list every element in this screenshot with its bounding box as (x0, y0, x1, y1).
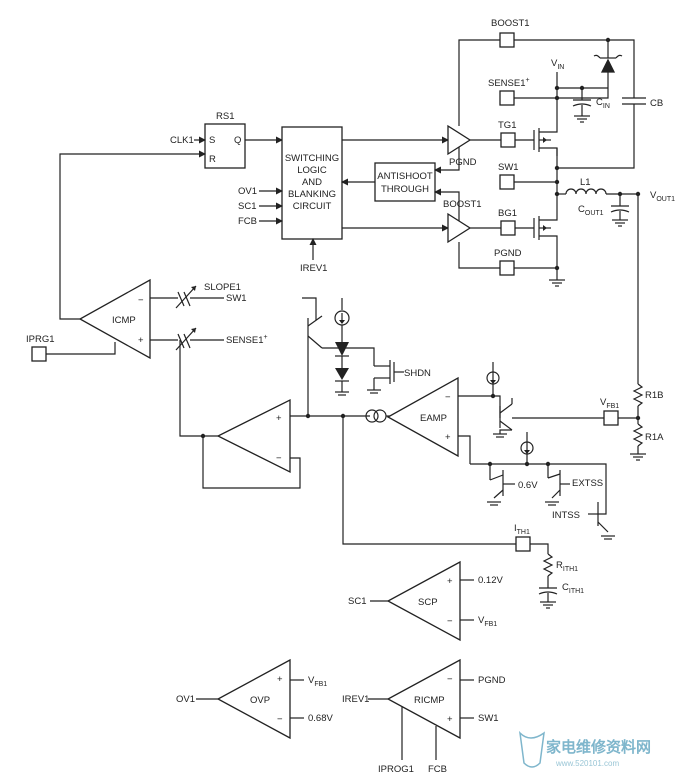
pgnd-label: PGND (494, 248, 522, 259)
intss-label: INTSS (552, 510, 580, 521)
svg-text:OVP: OVP (250, 695, 270, 706)
svg-text:THROUGH: THROUGH (381, 184, 429, 195)
ith1-pin (515, 536, 531, 552)
clk1-label: CLK1 (170, 135, 194, 146)
pgnd-driver-label: PGND (449, 157, 477, 168)
boost1-top-label: BOOST1 (491, 18, 530, 29)
r1b-label: R1B (645, 390, 663, 401)
bg1-pin (500, 220, 516, 236)
svg-text:LOGIC: LOGIC (297, 165, 327, 176)
fcb-label: FCB (238, 216, 257, 227)
svg-text:R: R (209, 154, 216, 165)
svg-text:SWITCHING: SWITCHING (285, 153, 339, 164)
sc1-label: SC1 (238, 201, 256, 212)
svg-text:+: + (277, 674, 283, 685)
pgnd-ricmp-label: PGND (478, 675, 506, 686)
svg-text:−: − (276, 453, 282, 464)
svg-text:−: − (277, 714, 283, 725)
irev1-label: IREV1 (300, 263, 327, 274)
iprg1-label: IPRG1 (26, 334, 55, 345)
iprg1-pin (31, 346, 47, 362)
svg-text:+: + (447, 714, 453, 725)
fcb-ricmp-label: FCB (428, 764, 447, 775)
svg-text:SCP: SCP (418, 597, 438, 608)
svg-text:www.520101.com: www.520101.com (555, 759, 619, 768)
vfb1-label: VFB1 (600, 397, 619, 410)
svg-text:EAMP: EAMP (420, 413, 447, 424)
svg-text:家电维修资料网: 家电维修资料网 (546, 738, 651, 756)
svg-text:−: − (138, 295, 144, 306)
ricmp-comparator: RICMP − + (386, 658, 461, 740)
svg-text:+: + (447, 576, 453, 587)
sw1-label: SW1 (498, 162, 519, 173)
svg-text:+: + (138, 335, 144, 346)
svg-text:ANTISHOOT: ANTISHOOT (377, 171, 433, 182)
vfb1-ovp-label: VFB1 (308, 675, 327, 688)
vfb1-scp-label: VFB1 (478, 615, 497, 628)
cith1-label: CITH1 (562, 582, 584, 595)
svg-text:S: S (209, 135, 215, 146)
irev1-ricmp-label: IREV1 (342, 694, 369, 705)
boost1-pin (499, 32, 515, 48)
vin-label: VIN (551, 58, 564, 71)
sense1p-pin (499, 90, 515, 106)
svg-text:RICMP: RICMP (414, 695, 445, 706)
svg-text:CIRCUIT: CIRCUIT (293, 201, 332, 212)
cb-label: CB (650, 98, 663, 109)
svg-text:−: − (447, 616, 453, 627)
l1-label: L1 (580, 177, 591, 188)
svg-text:AND: AND (302, 177, 322, 188)
watermark-logo: 家电维修资料网 www.520101.com (518, 730, 651, 768)
rith1-label: RITH1 (556, 560, 578, 573)
eamp-amplifier: EAMP − + (386, 376, 459, 458)
svg-text:−: − (445, 392, 451, 403)
rs1-label: RS1 (216, 111, 234, 122)
v068-label: 0.68V (308, 713, 333, 724)
bg1-label: BG1 (498, 208, 517, 219)
rs1-flipflop: RS1 S Q R (204, 111, 246, 169)
scp-comparator: SCP + − (386, 560, 461, 642)
cout-label: COUT1 (578, 204, 604, 217)
ith1-label: ITH1 (514, 523, 530, 536)
svg-text:+: + (445, 432, 451, 443)
ov1-ovp-label: OV1 (176, 694, 195, 705)
vfb1-pin (603, 410, 619, 426)
svg-text:Q: Q (234, 135, 241, 146)
ith-buffer-amp: + − (216, 398, 291, 474)
svg-text:ICMP: ICMP (112, 315, 136, 326)
slope1-label: SLOPE1 (204, 282, 241, 293)
sw1-pin (499, 174, 515, 190)
switching-logic-block: SWITCHING LOGIC AND BLANKING CIRCUIT (281, 126, 343, 240)
svg-text:−: − (447, 674, 453, 685)
iprog1-label: IPROG1 (378, 764, 414, 775)
svg-text:BLANKING: BLANKING (288, 189, 336, 200)
vout-label: VOUT1 (650, 190, 675, 203)
sense1-ic-label: SENSE1+ (226, 334, 268, 346)
ovp-comparator: OVP + − (216, 658, 291, 740)
sw1-slope-label: SW1 (226, 293, 247, 304)
ov1-label: OV1 (238, 186, 257, 197)
tg1-label: TG1 (498, 120, 516, 131)
tg1-pin (500, 132, 516, 148)
v06-label: 0.6V (518, 480, 538, 491)
icmp-comparator: ICMP − + (78, 278, 151, 360)
pgnd-pin (499, 260, 515, 276)
svg-text:+: + (276, 413, 282, 424)
cin-label: CIN (596, 97, 610, 110)
sense1p-label: SENSE1+ (488, 77, 530, 89)
extss-label: EXTSS (572, 478, 603, 489)
r1a-label: R1A (645, 432, 664, 443)
sw1-ricmp-label: SW1 (478, 713, 499, 724)
shdn-label: SHDN (404, 368, 431, 379)
boost1-mid-label: BOOST1 (443, 199, 482, 210)
v012-label: 0.12V (478, 575, 503, 586)
sc1-scp-label: SC1 (348, 596, 366, 607)
antishoot-through-block: ANTISHOOT THROUGH (374, 162, 436, 202)
